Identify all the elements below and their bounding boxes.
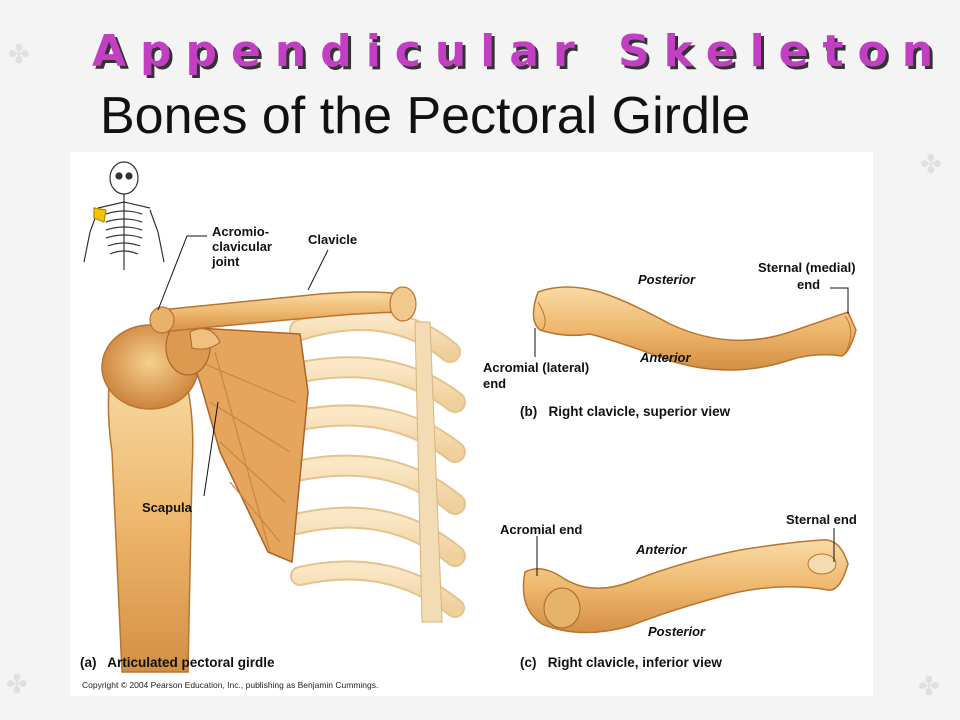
decor-glyph: ✤: [920, 150, 942, 180]
copyright-notice: Copyright © 2004 Pearson Education, Inc.…: [82, 680, 379, 690]
label-acromial-end: Acromial end: [500, 522, 583, 537]
label-anterior-b: Anterior: [640, 350, 691, 365]
label-joint: joint: [212, 254, 240, 269]
ribcage: [279, 309, 466, 623]
scapula-bone: [165, 318, 309, 564]
label-clavicle: Clavicle: [308, 232, 358, 247]
decor-glyph: ✤: [918, 672, 940, 702]
caption-b-text: Right clavicle, superior view: [548, 404, 731, 419]
caption-c-letter: (c): [520, 655, 537, 670]
label-sternal-end: Sternal end: [786, 512, 857, 527]
decor-glyph: ✤: [6, 670, 28, 700]
decor-glyph: ✤: [8, 40, 30, 70]
clavicle-inferior-view: [522, 539, 849, 634]
clavicle-superior-view: [532, 286, 857, 371]
label-acromio: Acromio-: [212, 224, 270, 239]
label-sternal-medial: Sternal (medial): [758, 260, 856, 275]
label-posterior-b: Posterior: [638, 272, 696, 287]
caption-b: (b) Right clavicle, superior view: [520, 404, 730, 419]
caption-b-letter: (b): [520, 404, 538, 419]
label-posterior-c: Posterior: [648, 624, 706, 639]
slide-title: Bones of the Pectoral Girdle: [100, 87, 751, 145]
caption-c: (c) Right clavicle, inferior view: [520, 655, 722, 670]
leader-lines-b: [534, 287, 849, 357]
caption-a: (a) Articulated pectoral girdle: [80, 655, 275, 670]
skeleton-thumbnail-icon: [83, 161, 165, 270]
caption-a-text: Articulated pectoral girdle: [107, 655, 275, 670]
label-acromial-lateral-end: end: [483, 376, 507, 391]
caption-c-text: Right clavicle, inferior view: [547, 655, 722, 670]
leader-lines-c: [536, 528, 835, 576]
clavicle-bone: [149, 286, 417, 334]
label-acromial-lateral: Acromial (lateral): [483, 360, 590, 375]
slide-super-title: Appendicular Skeleton: [92, 26, 948, 77]
label-clavicular: clavicular: [212, 239, 272, 254]
humerus-bone: [101, 324, 199, 673]
label-sternal-medial-end: end: [797, 277, 821, 292]
leader-lines-a: [157, 235, 329, 497]
caption-a-letter: (a): [80, 655, 97, 670]
anatomy-illustration: [83, 161, 857, 673]
label-scapula: Scapula: [142, 500, 192, 515]
label-anterior-c: Anterior: [636, 542, 687, 557]
pectoral-girdle-figure: Acromio- clavicular joint Clavicle Scapu…: [70, 152, 873, 696]
